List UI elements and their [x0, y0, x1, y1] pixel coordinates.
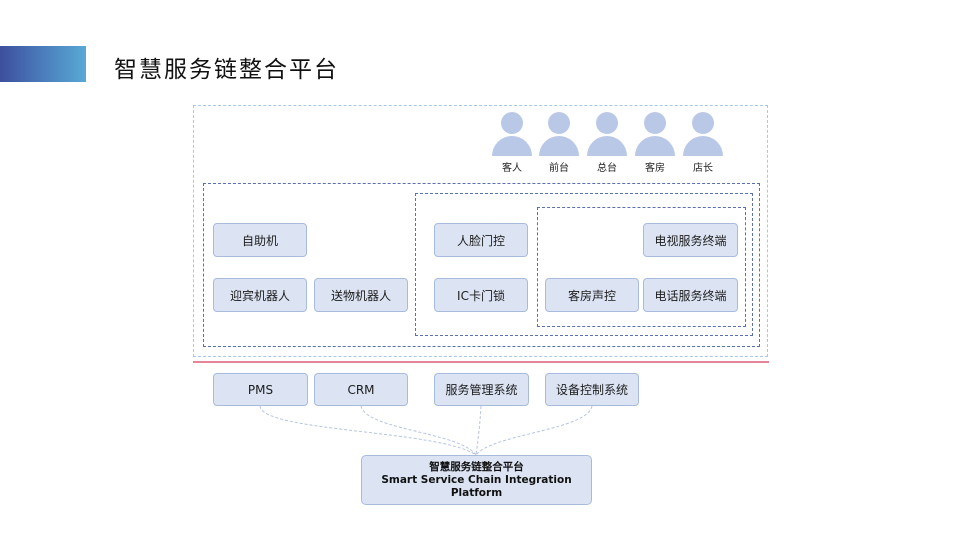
- platform-title-en-1: Smart Service Chain Integration: [381, 474, 572, 486]
- person-icon: [692, 112, 714, 134]
- ic-lock-box: IC卡门锁: [434, 278, 528, 312]
- page-title: 智慧服务链整合平台: [114, 57, 339, 83]
- pms-box: PMS: [213, 373, 308, 406]
- person-icon: [596, 112, 618, 134]
- access-control-group: [415, 193, 753, 336]
- outer-frame: [193, 105, 768, 357]
- service-mgmt-box: 服务管理系统: [434, 373, 529, 406]
- platform-title-en-2: Platform: [450, 487, 503, 499]
- role-label: 前台: [549, 163, 569, 174]
- platform-title-cn: 智慧服务链整合平台: [429, 461, 524, 473]
- title-accent-bar: [0, 46, 86, 82]
- role-front-desk: 前台: [539, 112, 579, 174]
- tv-terminal-box: 电视服务终端: [643, 223, 738, 257]
- integration-platform-box: 智慧服务链整合平台 Smart Service Chain Integratio…: [361, 455, 592, 505]
- role-label: 客人: [502, 163, 522, 174]
- device-frame: [203, 183, 760, 347]
- person-icon: [644, 112, 666, 134]
- role-label: 店长: [693, 163, 713, 174]
- room-voice-box: 客房声控: [545, 278, 639, 312]
- role-guest: 客人: [492, 112, 532, 174]
- person-icon: [501, 112, 523, 134]
- welcome-robot-box: 迎宾机器人: [213, 278, 307, 312]
- delivery-robot-box: 送物机器人: [314, 278, 408, 312]
- device-control-box: 设备控制系统: [545, 373, 639, 406]
- self-service-box: 自助机: [213, 223, 307, 257]
- phone-terminal-box: 电话服务终端: [643, 278, 738, 312]
- role-housekeeping: 客房: [635, 112, 675, 174]
- role-manager: 店长: [683, 112, 723, 174]
- room-terminal-group: [537, 207, 746, 327]
- person-icon: [548, 112, 570, 134]
- face-access-box: 人脸门控: [434, 223, 528, 257]
- role-label: 总台: [597, 163, 617, 174]
- crm-box: CRM: [314, 373, 408, 406]
- divider-line: [193, 361, 769, 363]
- role-label: 客房: [645, 163, 665, 174]
- role-main-desk: 总台: [587, 112, 627, 174]
